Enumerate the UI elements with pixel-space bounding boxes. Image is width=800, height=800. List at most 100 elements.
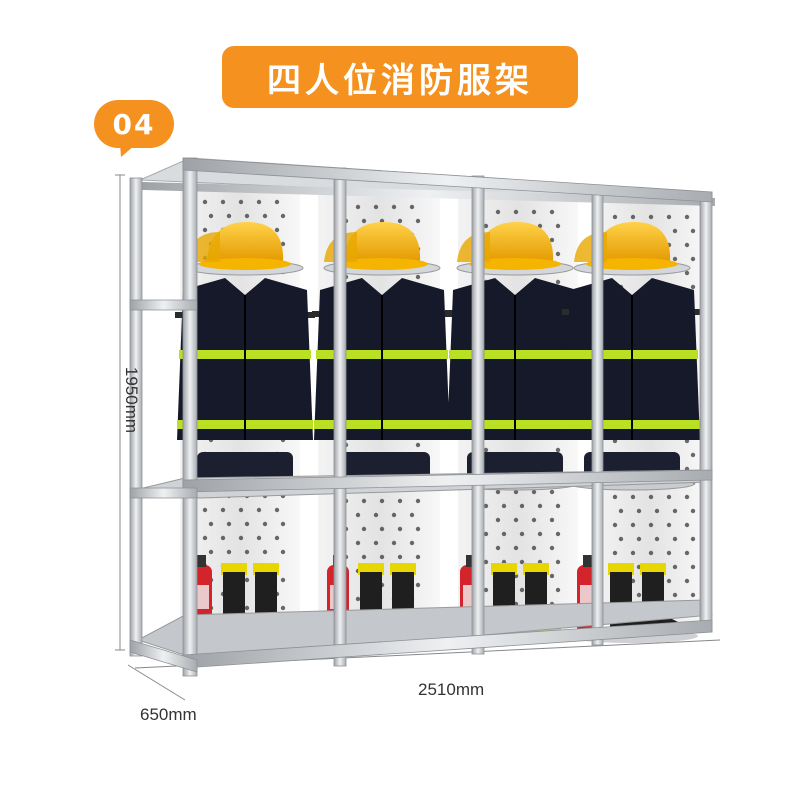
- perforation-hole: [495, 517, 501, 523]
- perforation-hole: [220, 199, 226, 205]
- perforation-hole: [495, 489, 501, 495]
- perforation-hole: [531, 517, 537, 523]
- perforation-hole: [397, 218, 403, 224]
- perforation-hole: [531, 545, 537, 551]
- perforation-hole: [256, 507, 262, 513]
- perforation-hole: [549, 517, 555, 523]
- perforation-hole: [690, 228, 696, 234]
- product-title: 四人位消防服架: [267, 60, 533, 101]
- perforation-hole: [555, 279, 561, 285]
- perforation-hole: [391, 512, 397, 518]
- perforation-hole: [202, 199, 208, 205]
- perforation-hole: [373, 512, 379, 518]
- badge-number: 04: [112, 107, 156, 141]
- perforation-hole: [226, 549, 232, 555]
- perforation-hole: [672, 592, 678, 598]
- perforation-hole: [244, 549, 250, 555]
- perforation-hole: [361, 554, 367, 560]
- perforation-hole: [549, 545, 555, 551]
- perforation-hole: [684, 578, 690, 584]
- perforation-hole: [636, 508, 642, 514]
- perforation-hole: [690, 452, 696, 458]
- perforation-hole: [684, 522, 690, 528]
- perforation-hole: [501, 503, 507, 509]
- perforation-hole: [495, 209, 501, 215]
- extinguisher-valve: [196, 555, 206, 567]
- helmet-brim: [586, 258, 678, 270]
- perforation-hole: [618, 536, 624, 542]
- perforation-hole: [648, 522, 654, 528]
- perforation-hole: [555, 223, 561, 229]
- perforation-hole: [666, 214, 672, 220]
- perforation-hole: [513, 209, 519, 215]
- perforation-hole: [280, 605, 286, 611]
- perforation-hole: [513, 517, 519, 523]
- perforation-hole: [415, 526, 421, 532]
- perforation-hole: [361, 498, 367, 504]
- perforation-hole: [274, 199, 280, 205]
- perforation-hole: [555, 251, 561, 257]
- perforation-hole: [274, 535, 280, 541]
- perforation-hole: [519, 531, 525, 537]
- perforation-hole: [379, 498, 385, 504]
- perforation-hole: [262, 213, 268, 219]
- perforation-hole: [555, 559, 561, 565]
- perforation-hole: [672, 228, 678, 234]
- perforation-hole: [549, 209, 555, 215]
- perforation-hole: [274, 227, 280, 233]
- helmet: [207, 222, 284, 262]
- perforation-hole: [690, 284, 696, 290]
- perforation-hole: [238, 199, 244, 205]
- perforation-hole: [415, 554, 421, 560]
- perforation-hole: [202, 507, 208, 513]
- perforation-hole: [391, 540, 397, 546]
- perforation-hole: [262, 549, 268, 555]
- perforation-hole: [519, 587, 525, 593]
- perforation-hole: [202, 227, 208, 233]
- perforation-hole: [612, 214, 618, 220]
- perforation-hole: [280, 241, 286, 247]
- perforation-hole: [355, 540, 361, 546]
- perforation-hole: [208, 521, 214, 527]
- perforation-hole: [666, 522, 672, 528]
- perforation-hole: [690, 592, 696, 598]
- perforation-hole: [226, 213, 232, 219]
- perforation-hole: [208, 549, 214, 555]
- perforation-hole: [409, 512, 415, 518]
- perforation-hole: [618, 508, 624, 514]
- perforation-hole: [654, 536, 660, 542]
- front-frame: [129, 157, 713, 677]
- perforation-hole: [244, 605, 250, 611]
- perforation-hole: [684, 214, 690, 220]
- perforation-hole: [519, 503, 525, 509]
- product-title-banner: 四人位消防服架: [222, 46, 578, 108]
- perforation-hole: [226, 521, 232, 527]
- perforation-hole: [483, 587, 489, 593]
- perforation-hole: [238, 507, 244, 513]
- perforation-hole: [513, 489, 519, 495]
- perforation-hole: [274, 507, 280, 513]
- width-dimension: 2510mm: [418, 680, 485, 699]
- perforation-hole: [648, 550, 654, 556]
- perforation-hole: [630, 494, 636, 500]
- perforation-hole: [397, 554, 403, 560]
- perforation-hole: [262, 521, 268, 527]
- perforation-hole: [672, 256, 678, 262]
- perforation-hole: [684, 494, 690, 500]
- perforation-hole: [495, 545, 501, 551]
- depth-dimension: 650mm: [140, 705, 197, 724]
- helmet: [477, 222, 554, 262]
- perforation-hole: [415, 582, 421, 588]
- perforation-hole: [244, 577, 250, 583]
- perforation-hole: [537, 503, 543, 509]
- perforation-hole: [549, 489, 555, 495]
- perforation-hole: [397, 526, 403, 532]
- perforation-hole: [666, 578, 672, 584]
- perforation-hole: [690, 508, 696, 514]
- perforation-hole: [409, 204, 415, 210]
- perforation-hole: [501, 531, 507, 537]
- perforation-hole: [555, 587, 561, 593]
- perforation-hole: [630, 522, 636, 528]
- helmet-brim: [469, 258, 561, 270]
